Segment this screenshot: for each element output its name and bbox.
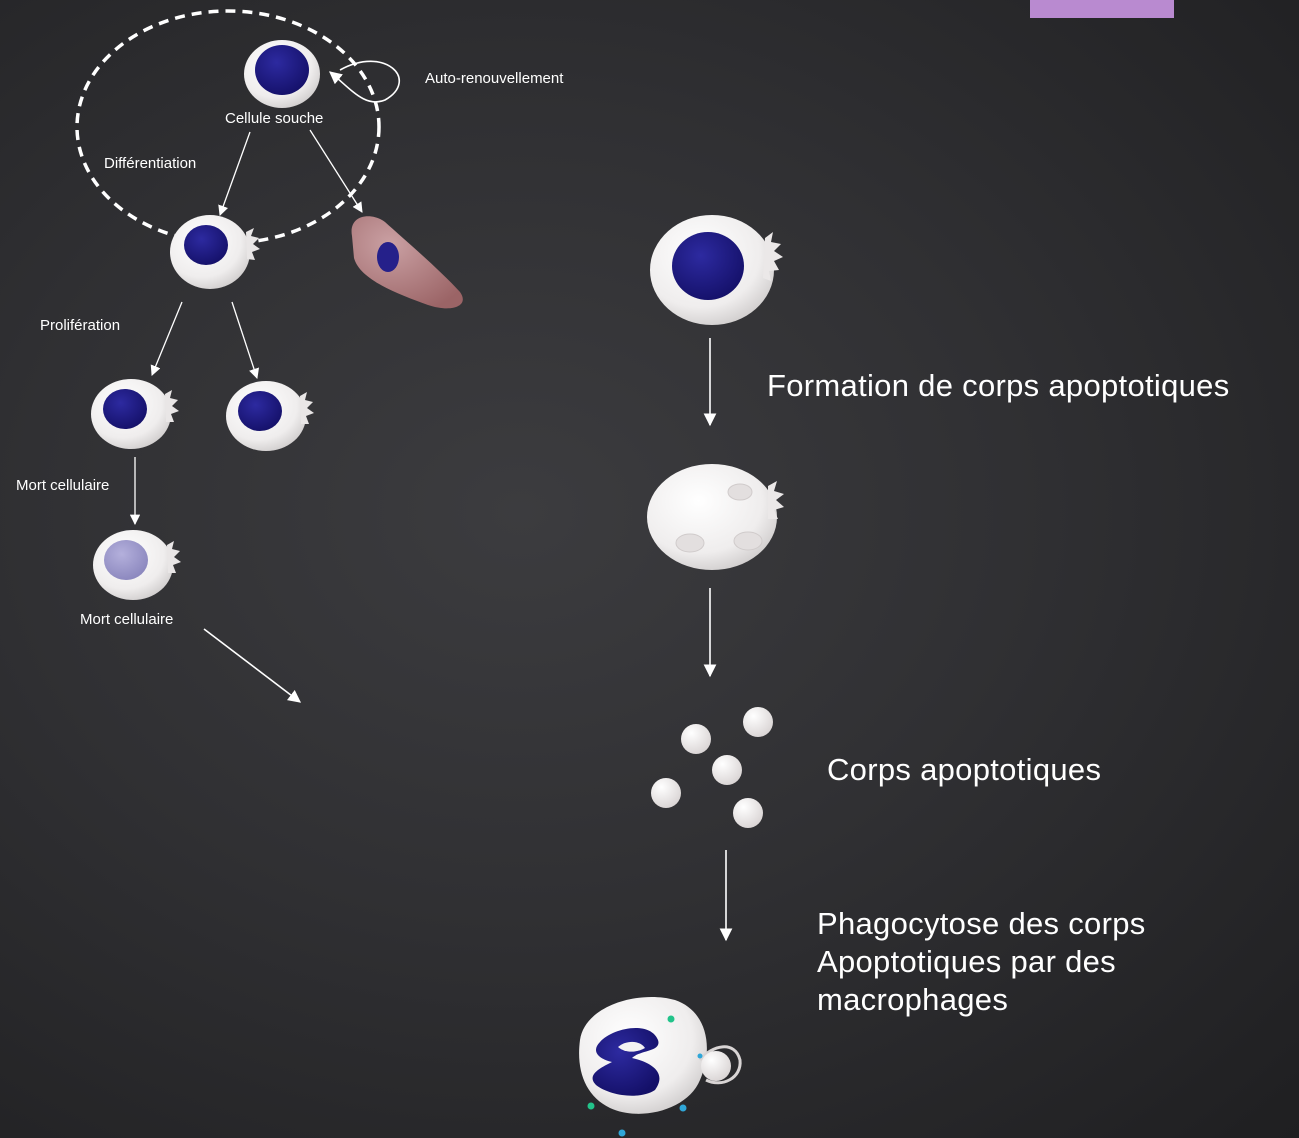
arrow-to-apoptosis (204, 629, 300, 702)
self-renewal-arrow (330, 61, 399, 102)
phagocytosis-label-line1: Phagocytose des corps (817, 906, 1146, 942)
cell-death-label-2: Mort cellulaire (80, 611, 173, 628)
differentiated-cell-nucleus (377, 242, 399, 272)
arrow-to-progenitor (220, 132, 250, 215)
arrow-proliferation-right (232, 302, 257, 378)
dying-cell (93, 530, 181, 600)
daughter-cell-left (91, 379, 179, 449)
apoptotic-bodies-label: Corps apoptotiques (827, 752, 1101, 788)
phagocytosis-label-line3: macrophages (817, 982, 1008, 1018)
stem-cell (244, 40, 320, 108)
phagocytosis-label-line2: Apoptotiques par des (817, 944, 1116, 980)
differentiation-label: Différentiation (104, 155, 196, 172)
apoptotic-body-formation-label: Formation de corps apoptotiques (767, 368, 1230, 404)
self-renewal-label: Auto-renouvellement (425, 70, 563, 87)
macrophage (579, 997, 740, 1137)
daughter-cell-right (226, 381, 314, 451)
arrow-to-differentiated-cell (310, 130, 362, 212)
arrow-proliferation-left (152, 302, 182, 375)
blebbing-cell (647, 464, 784, 570)
stem-cell-label: Cellule souche (225, 110, 323, 127)
proliferation-label: Prolifération (40, 317, 120, 334)
progenitor-cell (170, 215, 260, 289)
apoptotic-cell (650, 215, 783, 325)
cell-death-label-1: Mort cellulaire (16, 477, 109, 494)
differentiated-cell (352, 216, 463, 308)
apoptotic-bodies (651, 707, 773, 828)
